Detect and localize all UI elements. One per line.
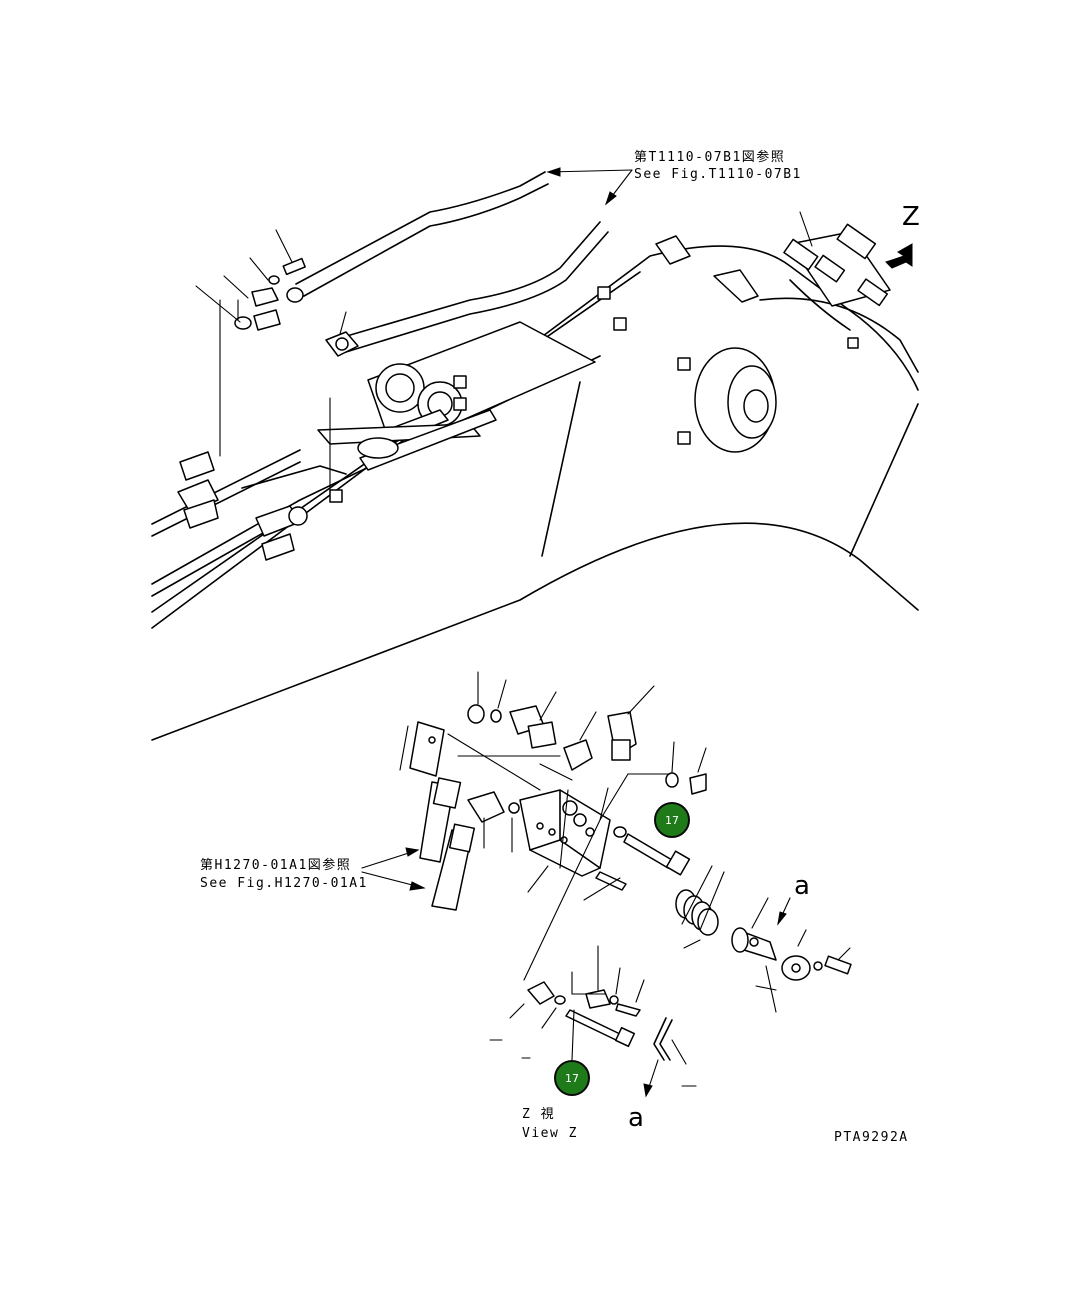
z-view-marker: Z [902,202,920,232]
drawing-code: PTA9292A [834,1130,909,1145]
callout-17-lower[interactable]: 17 [554,1060,590,1096]
view-label-jp: Z 視 [522,1107,556,1122]
clamp-hardware [234,257,306,331]
callout-17-upper[interactable]: 17 [654,802,690,838]
lower-reference-jp: 第H1270-01A1図参照 [200,858,352,873]
view-label-en: View Z [522,1126,578,1141]
valve-cluster [783,223,891,349]
boom-assembly [151,167,919,741]
view-z-assembly [361,671,852,1098]
upper-reference-en: See Fig.T1110-07B1 [634,167,802,182]
upper-reference-jp: 第T1110-07B1図参照 [634,150,786,165]
a-marker-upper: a [794,871,810,901]
a-marker-lower: a [628,1103,644,1133]
lower-reference-en: See Fig.H1270-01A1 [200,876,368,891]
